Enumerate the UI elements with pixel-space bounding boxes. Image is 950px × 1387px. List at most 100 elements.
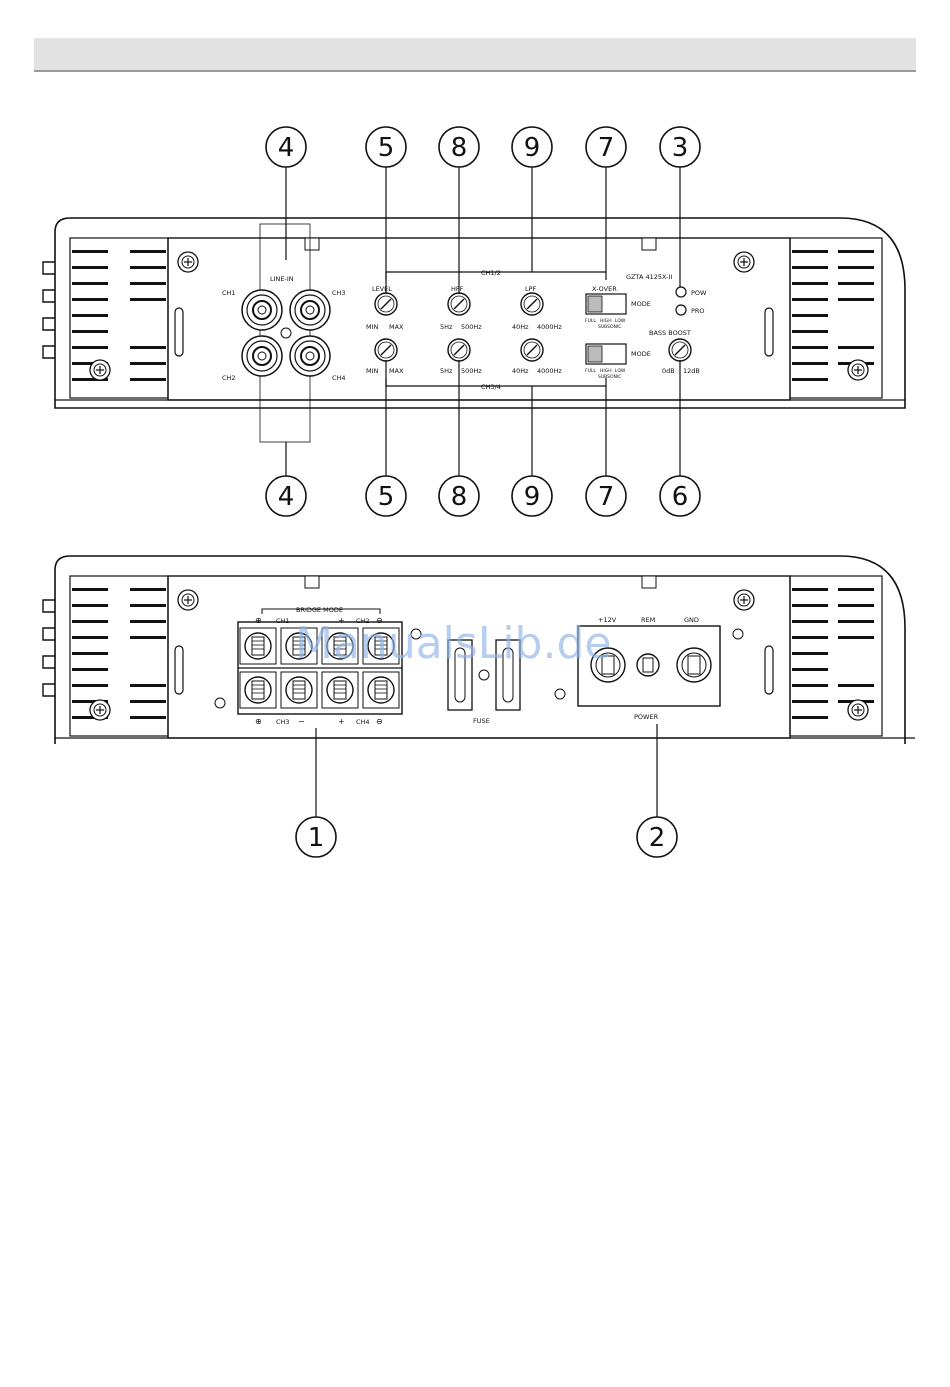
hpf-label: HPF: [451, 285, 464, 293]
callout-circle: 1: [295, 816, 337, 858]
callout-circle: 6: [659, 475, 701, 517]
pro-label: PRO: [691, 307, 705, 315]
callout-circle: 7: [585, 475, 627, 517]
svg-text:5: 5: [378, 482, 395, 512]
svg-text:9: 9: [524, 133, 541, 163]
xover-switch-ch12[interactable]: [585, 293, 627, 315]
hpf-knob-ch34-icon[interactable]: [447, 338, 471, 362]
speaker-terminal-icon[interactable]: [321, 671, 359, 709]
screw-icon: [847, 359, 869, 381]
ch4-label: CH4: [356, 718, 370, 726]
lpf-max-label: 4000Hz: [537, 323, 562, 331]
mode-label: MODE: [631, 300, 651, 308]
ch34-label: CH3/4: [481, 383, 501, 391]
power-terminal-block: +12V REM GND POWER: [577, 616, 721, 721]
v12-label: +12V: [598, 616, 617, 624]
hpf-min-label: 5Hz: [440, 367, 453, 375]
screw-icon: [89, 699, 111, 721]
rca-ch3-icon: [289, 289, 331, 331]
screw-icon: [177, 251, 199, 273]
xover-switch-ch34[interactable]: [585, 343, 627, 365]
rca-ch4-icon: [289, 335, 331, 377]
svg-text:7: 7: [598, 133, 615, 163]
fuse-holder: FUSE: [447, 639, 521, 725]
ch1-label: CH1: [222, 289, 236, 297]
xover-label: X-OVER: [592, 285, 617, 293]
lpf-min-label: 40Hz: [512, 323, 529, 331]
header-bar: [34, 38, 916, 72]
callouts-bottom: 4 5 8 9 7 6: [265, 475, 701, 517]
lpf-knob-ch12-icon[interactable]: [520, 292, 544, 316]
callout-circle: 4: [265, 126, 307, 168]
svg-text:8: 8: [451, 133, 468, 163]
minus-symbol: −: [298, 717, 305, 726]
gnd-label: GND: [684, 616, 699, 624]
callout-circle: 2: [636, 816, 678, 858]
callout-circle: 9: [511, 475, 553, 517]
full-label: FULL: [585, 318, 596, 324]
left-heatsink: [42, 237, 184, 399]
line-in-rca-group: LINE-IN CH1 CH3 CH2 CH4: [222, 223, 346, 443]
ch4-label: CH4: [332, 374, 346, 382]
lpf-max-label: 4000Hz: [537, 367, 562, 375]
callout-circle: 4: [265, 475, 307, 517]
level-min-label: MIN: [366, 323, 379, 331]
plus-symbol: +: [338, 616, 345, 625]
level-knob-ch34-icon[interactable]: [374, 338, 398, 362]
callout-circle: 8: [438, 126, 480, 168]
hpf-max-label: 500Hz: [461, 323, 482, 331]
bass-boost-max-label: 12dB: [683, 367, 700, 375]
watermark-text: ManualsLib.de: [295, 618, 611, 669]
ch3-label: CH3: [332, 289, 346, 297]
svg-text:4: 4: [278, 133, 295, 163]
rca-ch1-icon: [241, 289, 283, 331]
remote-terminal-icon[interactable]: [636, 653, 660, 677]
positive-symbol: ⊕: [255, 717, 262, 726]
low-label: LOW: [615, 318, 626, 324]
callout-circle: 7: [585, 126, 627, 168]
svg-text:7: 7: [598, 482, 615, 512]
svg-text:1: 1: [308, 823, 325, 853]
svg-text:6: 6: [672, 482, 689, 512]
full-label: FULL: [585, 368, 596, 374]
ch3-label: CH3: [276, 718, 290, 726]
level-min-label: MIN: [366, 367, 379, 375]
bass-boost-knob-icon[interactable]: [668, 338, 692, 362]
negative-symbol: ⊖: [376, 616, 383, 625]
speaker-terminal-icon[interactable]: [239, 671, 277, 709]
subsonic-label: SUBSONIC: [598, 324, 621, 330]
hpf-max-label: 500Hz: [461, 367, 482, 375]
pro-led-icon: [675, 304, 687, 316]
svg-text:5: 5: [378, 133, 395, 163]
power-label: POWER: [634, 713, 659, 721]
svg-text:3: 3: [672, 133, 689, 163]
positive-symbol: ⊕: [255, 616, 262, 625]
high-label: HIGH: [600, 318, 612, 324]
lpf-label: LPF: [525, 285, 537, 293]
pow-led-icon: [675, 286, 687, 298]
lpf-knob-ch34-icon[interactable]: [520, 338, 544, 362]
speaker-terminal-icon[interactable]: [362, 671, 400, 709]
screw-icon: [847, 699, 869, 721]
callout-circle: 5: [365, 475, 407, 517]
bridge-mode-label: BRIDGE MODE: [296, 606, 343, 614]
bass-boost-label: BASS BOOST: [649, 329, 691, 337]
callout-circle: 9: [511, 126, 553, 168]
rem-label: REM: [641, 616, 655, 624]
svg-text:4: 4: [278, 482, 295, 512]
level-knob-ch12-icon[interactable]: [374, 292, 398, 316]
ground-terminal-icon[interactable]: [676, 647, 712, 683]
speaker-terminal-icon[interactable]: [239, 627, 277, 665]
fuse-label: FUSE: [473, 717, 490, 725]
callouts-top: 4 5 8 9 7 3: [265, 126, 701, 168]
speaker-terminal-icon[interactable]: [280, 671, 318, 709]
line-in-label: LINE-IN: [270, 275, 294, 283]
screw-icon: [89, 359, 111, 381]
low-label: LOW: [615, 368, 626, 374]
mode-label: MODE: [631, 350, 651, 358]
screw-icon: [733, 589, 755, 611]
hpf-knob-ch12-icon[interactable]: [447, 292, 471, 316]
level-label: LEVEL: [372, 285, 392, 293]
power-terminal-icon[interactable]: [590, 647, 626, 683]
